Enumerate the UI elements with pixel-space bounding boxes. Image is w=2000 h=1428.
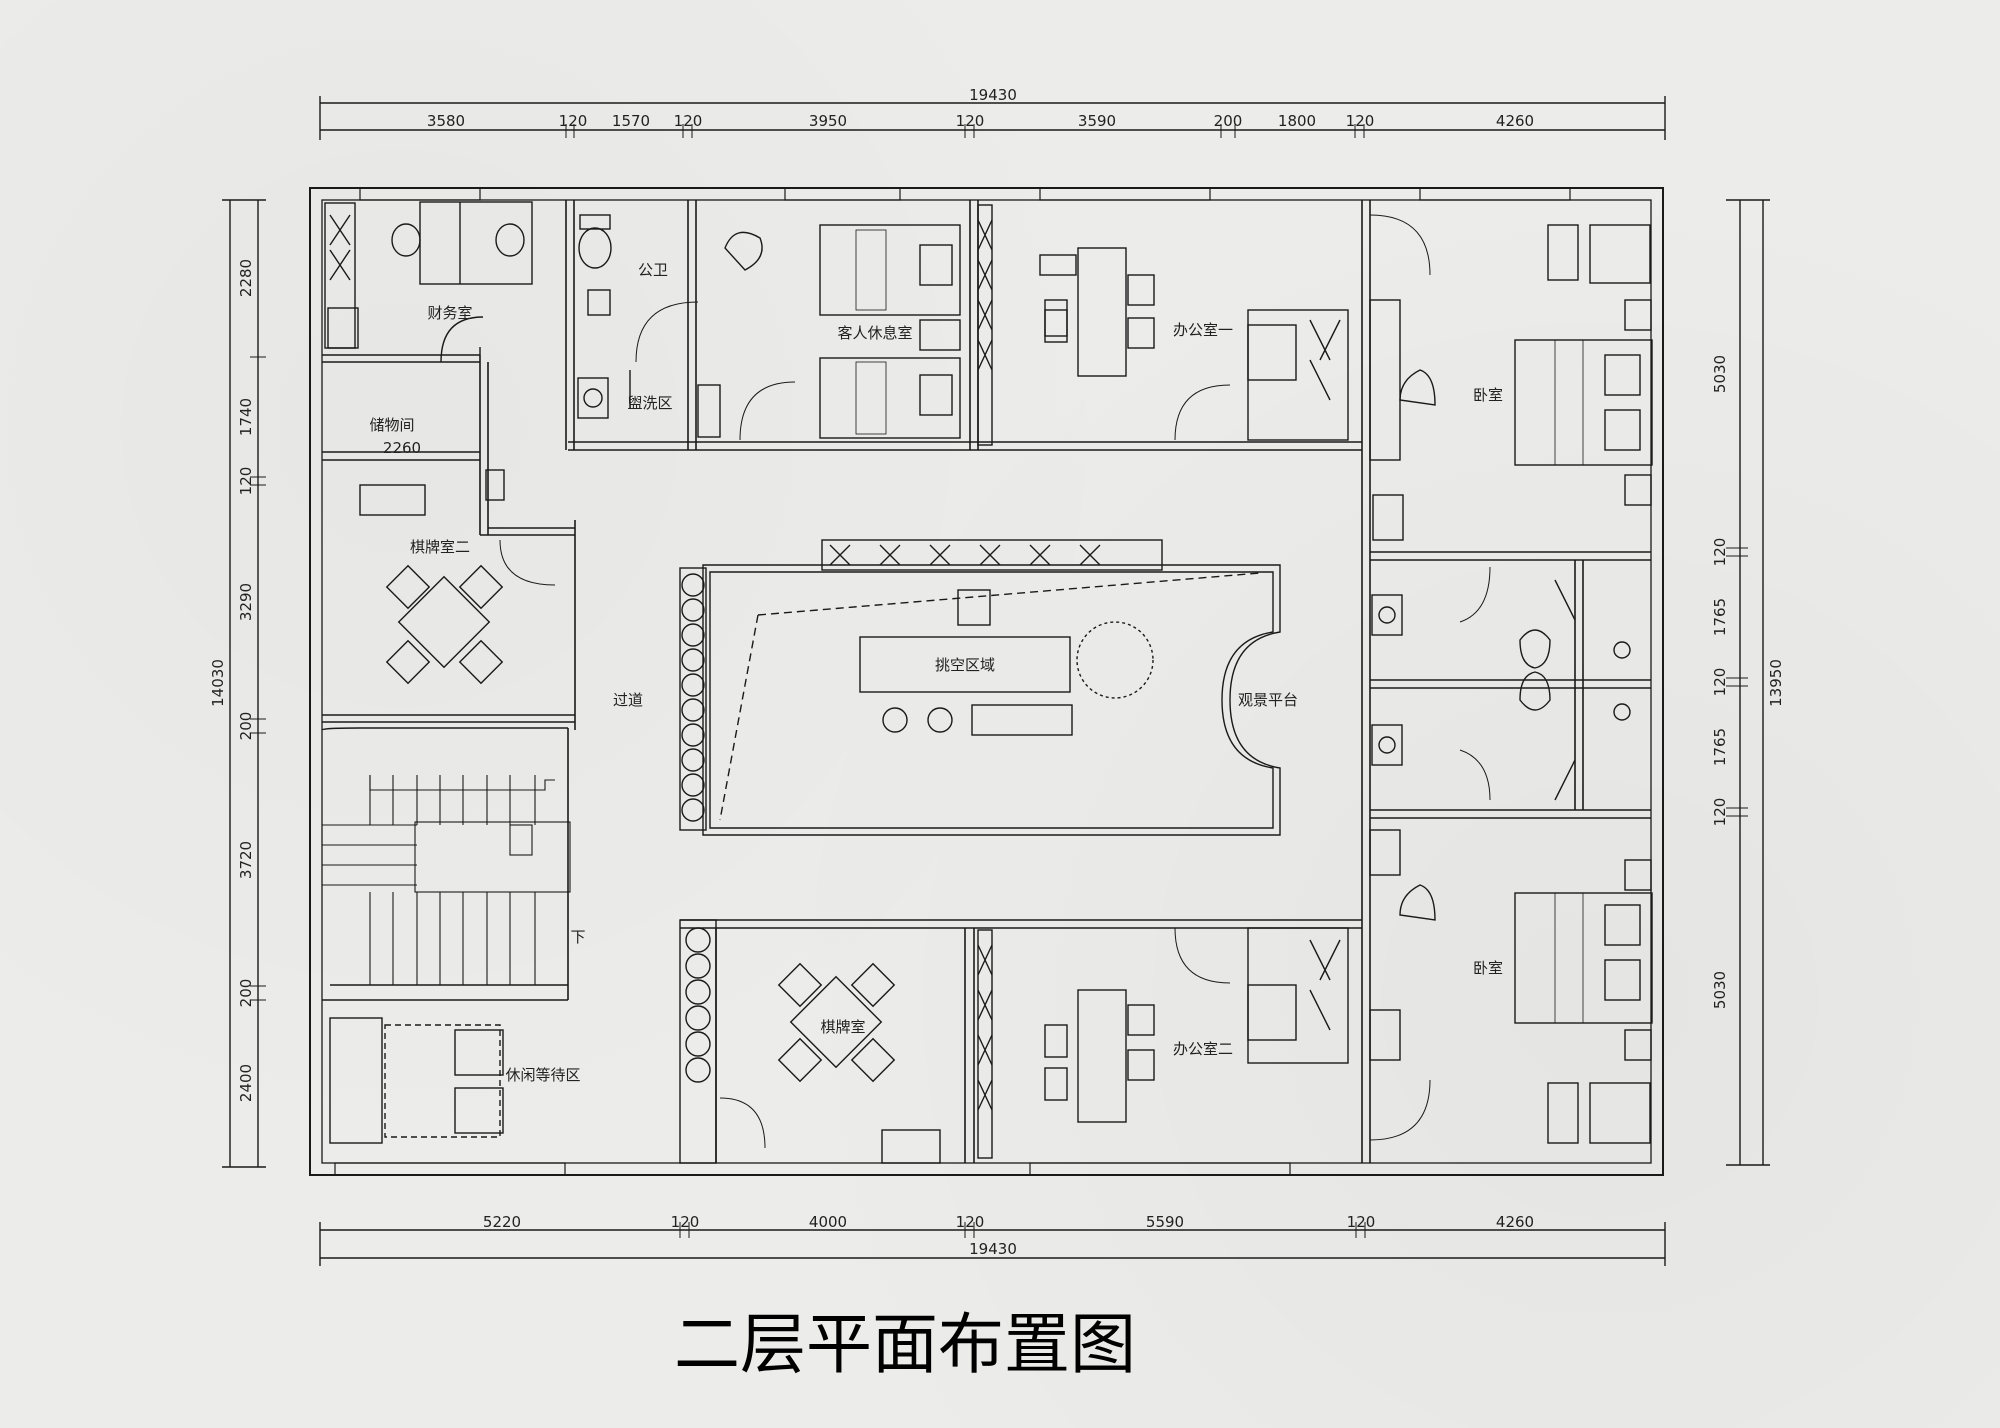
label-leisure-waiting: 休闲等待区 [505,1066,580,1084]
dim-top-11: 4260 [1496,112,1534,130]
label-finance: 财务室 [427,304,472,322]
dim-bottom-total: 19430 [969,1240,1017,1258]
dim-bottom-1: 5220 [483,1213,521,1231]
dim-bottom-7: 4260 [1496,1213,1534,1231]
dim-left-6: 3720 [237,841,255,879]
drawing-title: 二层平面布置图 [674,1306,1136,1383]
dim-left-7: 200 [237,979,255,1008]
windows [334,187,1571,1176]
dim-top-4: 120 [674,112,703,130]
dim-left-1: 2280 [237,259,255,297]
label-office-two: 办公室二 [1173,1040,1233,1058]
staircase [322,775,571,985]
dim-left-2: 1740 [237,398,255,436]
dim-left-5: 200 [237,712,255,741]
dim-top-9: 1800 [1278,112,1316,130]
label-storage: 储物间 [369,416,414,434]
interior-walls [321,200,1651,1163]
bedroom-bottom [1369,829,1653,1144]
dim-bottom-2: 120 [671,1213,700,1231]
dim-bottom-6: 120 [1347,1213,1376,1231]
dim-storage-width: 2260 [383,439,421,457]
dim-top-10: 120 [1346,112,1375,130]
dim-bottom-3: 4000 [809,1213,847,1231]
dim-left-8: 2400 [237,1064,255,1102]
dim-right-1: 5030 [1711,355,1729,393]
label-chess-room: 棋牌室 [820,1018,865,1036]
dim-top-2: 120 [559,112,588,130]
dim-right-5: 1765 [1711,728,1729,766]
label-wash-area: 盥洗区 [627,394,672,412]
dim-left-4: 3290 [237,583,255,621]
right-bathrooms [1371,566,1631,801]
label-corridor: 过道 [613,691,643,709]
dimension-labels: 19430 3580 120 1570 120 3950 120 3590 20… [209,86,1785,1258]
office-two [977,927,1349,1159]
label-office-one: 办公室一 [1173,321,1233,339]
dim-right-2: 120 [1711,538,1729,567]
finance-room [324,201,533,363]
dim-right-total: 13950 [1767,659,1785,707]
dim-top-7: 3590 [1078,112,1116,130]
dim-bottom-5: 5590 [1146,1213,1184,1231]
label-public-toilet: 公卫 [638,261,668,279]
leisure-area [329,1017,504,1144]
central-void [679,539,1281,836]
label-guest-lounge: 客人休息室 [837,324,912,342]
dimension-lines [222,96,1770,1266]
office-one [1039,247,1349,441]
dim-top-6: 120 [956,112,985,130]
label-stair-down: 下 [570,928,585,946]
label-bedroom-top: 卧室 [1473,386,1503,404]
outer-walls [309,187,1664,1176]
dim-top-1: 3580 [427,112,465,130]
label-bedroom-bottom: 卧室 [1473,959,1503,977]
dim-top-total: 19430 [969,86,1017,104]
label-void-area: 挑空区域 [935,656,995,674]
label-chess-room-two: 棋牌室二 [410,538,470,556]
chess-room-bottom [679,919,941,1164]
dim-top-8: 200 [1214,112,1243,130]
dim-top-3: 1570 [612,112,650,130]
dim-top-5: 3950 [809,112,847,130]
guest-lounge [697,204,993,446]
dim-right-4: 120 [1711,668,1729,697]
dim-right-6: 120 [1711,798,1729,827]
dim-left-3: 120 [237,467,255,496]
bedroom-top [1369,214,1653,541]
toilet-wash-area [577,214,699,419]
dim-right-3: 1765 [1711,598,1729,636]
dim-left-total: 14030 [209,659,227,707]
dim-bottom-4: 120 [956,1213,985,1231]
dim-right-7: 5030 [1711,971,1729,1009]
room-labels: 财务室 公卫 盥洗区 客人休息室 办公室一 卧室 储物间 棋牌室二 过道 挑空区… [369,261,1503,1084]
label-viewing-deck: 观景平台 [1238,691,1298,709]
chess-room-two [359,469,556,685]
